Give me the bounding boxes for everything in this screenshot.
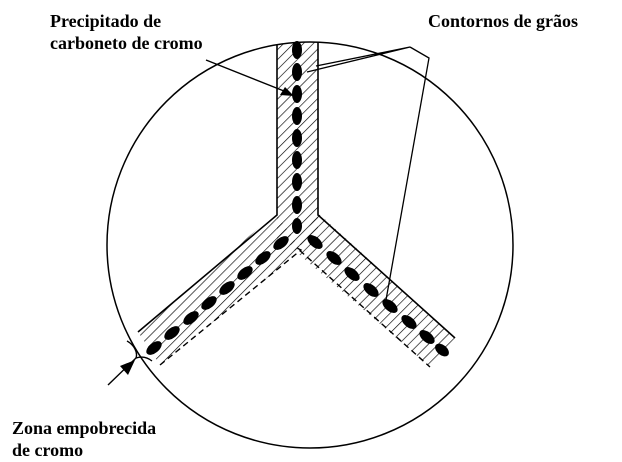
precipitate-label-line1: Precipitado de <box>50 10 203 32</box>
precipitate-label-line2: carboneto de cromo <box>50 32 203 54</box>
depleted-zone-left <box>138 213 301 365</box>
grain-boundaries-label: Contornos de grãos <box>428 10 578 32</box>
depleted-zone-label: Zona empobrecida de cromo <box>12 417 156 461</box>
grain-boundaries-label-text: Contornos de grãos <box>428 10 578 32</box>
depleted-zone-label-line1: Zona empobrecida <box>12 417 156 439</box>
depleted-zone-arrowhead <box>120 360 135 375</box>
depleted-zone-label-line2: de cromo <box>12 439 156 461</box>
precipitate-label: Precipitado de carboneto de cromo <box>50 10 203 54</box>
